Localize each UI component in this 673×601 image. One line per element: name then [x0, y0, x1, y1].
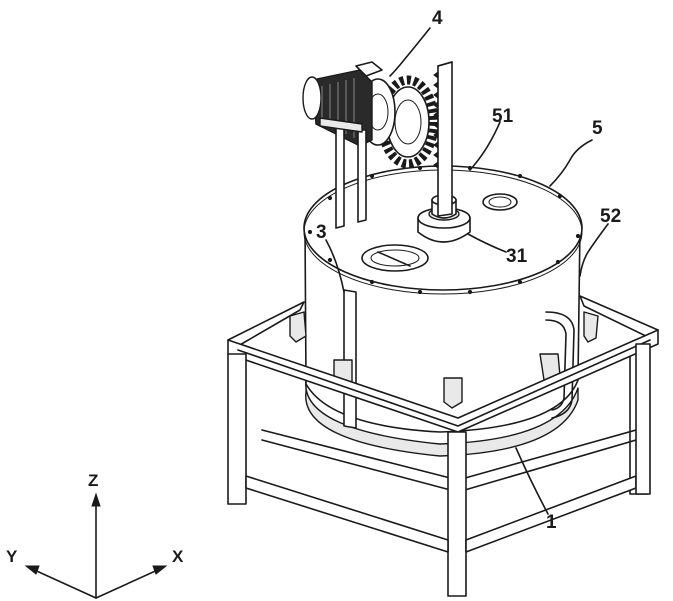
label-tank-wall: 52 — [600, 206, 621, 227]
frame-lower-rail-left — [245, 475, 449, 553]
label-tank: 5 — [592, 118, 603, 139]
support-frame-front — [227, 295, 659, 597]
motor-post-2 — [357, 129, 367, 223]
leader-52 — [579, 223, 609, 277]
motor-post-1 — [335, 125, 345, 229]
tank-bottom-ring — [305, 379, 579, 457]
label-motor: 4 — [432, 8, 443, 29]
axis-y-label: Y — [6, 547, 18, 566]
leader-3 — [325, 239, 345, 293]
label-shaft-flange: 31 — [506, 246, 528, 267]
part-labels: 4 51 5 52 3 31 1 — [316, 8, 621, 533]
leader-1 — [515, 447, 549, 515]
manhole-small — [482, 193, 518, 211]
frame-leg-right — [635, 343, 651, 495]
vertical-pipe — [343, 289, 357, 429]
leader-31 — [467, 233, 507, 253]
axis-y-arrow — [24, 565, 40, 575]
coordinate-axes: Z Y X — [6, 471, 184, 599]
axis-z-label: Z — [88, 471, 98, 490]
drive-assembly — [302, 61, 453, 229]
axis-x-label: X — [172, 547, 184, 566]
bent-pipe — [545, 311, 575, 419]
label-frame: 1 — [546, 512, 557, 533]
axis-x-arrow — [152, 565, 168, 575]
leader-4 — [389, 27, 431, 77]
leader-51 — [469, 121, 501, 171]
leader-lines — [325, 27, 609, 515]
motor-base-plate — [319, 117, 363, 133]
axis-y-line — [29, 567, 97, 599]
label-pipe: 3 — [316, 222, 327, 243]
rack-bar — [437, 61, 453, 217]
manhole-large — [361, 244, 429, 272]
axis-z-arrow — [91, 492, 101, 507]
label-top-cover: 51 — [492, 106, 514, 127]
frame-leg-front-center — [447, 431, 467, 597]
frame-leg-front-left — [227, 353, 247, 505]
cover-bolts — [307, 165, 581, 295]
mounting-lugs — [289, 311, 599, 409]
leader-5 — [549, 139, 593, 187]
axis-x-line — [95, 567, 163, 599]
